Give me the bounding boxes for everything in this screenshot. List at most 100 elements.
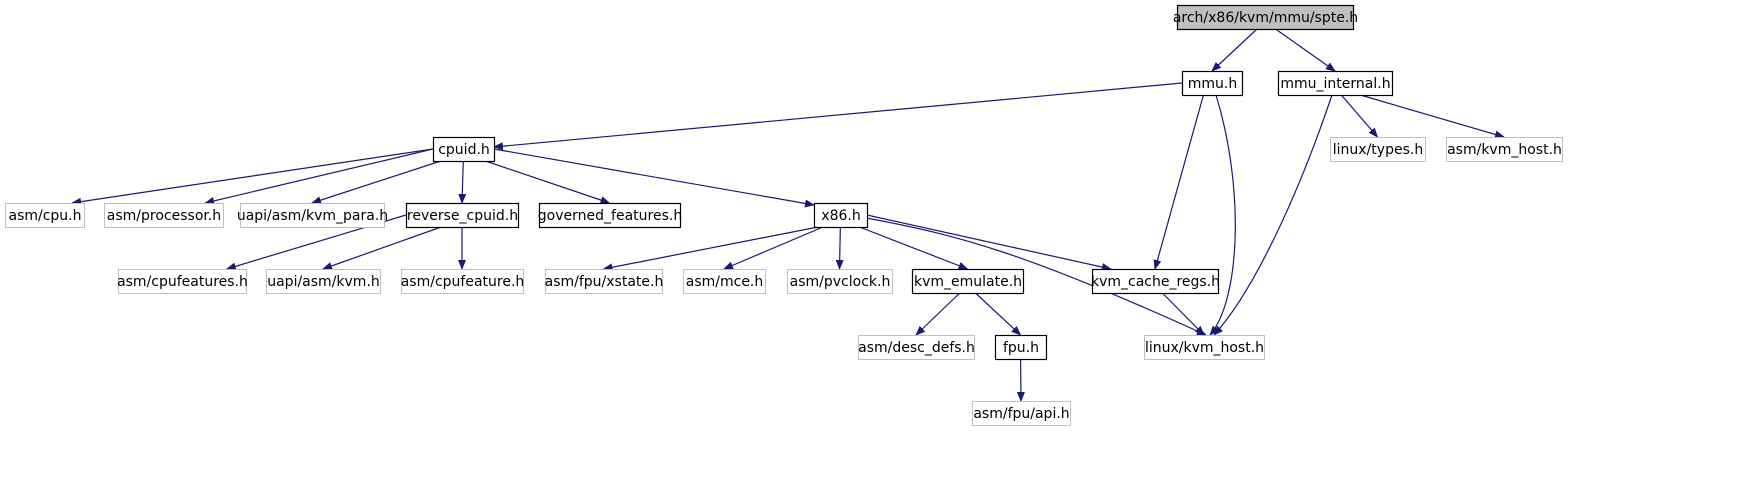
node-box: [858, 335, 975, 360]
node-box: [1277, 70, 1394, 97]
node-box: [1446, 137, 1563, 162]
node-box: [104, 203, 224, 228]
edge-mmu-internal-to-linux-kvm-host: [1213, 94, 1333, 336]
node-box: [683, 269, 766, 294]
edge: [1213, 94, 1333, 336]
node-asm-cpufeatures: asm/cpufeatures.h: [117, 269, 248, 294]
node-box: [545, 269, 663, 294]
edge: [835, 226, 844, 270]
node-x86[interactable]: x86.h: [813, 202, 869, 229]
edge-kvm-emulate-to-fpu: [975, 292, 1022, 336]
edge-spte-to-mmu-internal: [1275, 28, 1336, 72]
node-box: [405, 202, 520, 229]
node-mmu[interactable]: mmu.h: [1181, 70, 1244, 97]
node-box: [813, 202, 869, 229]
edge: [311, 160, 441, 205]
node-label: asm/kvm_host.h: [1447, 142, 1562, 158]
node-box: [1330, 137, 1426, 162]
edge-kvm-cache-regs-to-linux-kvm-host: [1161, 292, 1205, 336]
node-box: [240, 203, 385, 228]
edge: [485, 160, 611, 204]
node-box: [266, 269, 381, 294]
edge: [1161, 292, 1205, 336]
edge-x86-to-kvm-cache-regs: [866, 214, 1112, 271]
edge: [859, 226, 969, 270]
node-label: governed_features.h: [538, 208, 682, 224]
node-label: mmu.h: [1188, 76, 1237, 92]
edge: [493, 82, 1183, 151]
node-box: [538, 202, 682, 229]
node-label: asm/cpufeatures.h: [117, 274, 248, 290]
node-label: reverse_cpuid.h: [407, 208, 518, 224]
node-uapi-kvm: uapi/asm/kvm.h: [266, 269, 381, 294]
node-asm-processor: asm/processor.h: [104, 203, 224, 228]
node-label: kvm_cache_regs.h: [1091, 274, 1220, 290]
edge-reverse-cpuid-to-uapi-kvm: [322, 226, 442, 270]
edge-mmu-to-kvm-cache-regs: [1153, 94, 1205, 270]
node-box: [1181, 70, 1244, 97]
node-kvm-emulate[interactable]: kvm_emulate.h: [911, 268, 1025, 295]
node-box: [432, 136, 496, 163]
node-governed-features[interactable]: governed_features.h: [538, 202, 682, 229]
node-label: asm/cpufeature.h: [401, 274, 525, 290]
node-label: asm/cpu.h: [8, 208, 81, 224]
edge-mmu-internal-to-asm-kvm-host: [1360, 94, 1505, 139]
edge-mmu-to-cpuid: [493, 82, 1183, 151]
edge: [1211, 28, 1258, 72]
edge: [1360, 94, 1505, 139]
edge-mmu-to-linux-kvm-host: [1209, 94, 1236, 336]
edge-cpuid-to-reverse-cpuid: [458, 160, 467, 204]
edge-cpuid-to-governed-features: [485, 160, 611, 204]
edge: [1340, 94, 1379, 138]
edge-x86-to-kvm-emulate: [859, 226, 969, 270]
edge-x86-to-asm-fpu-xstate: [602, 226, 819, 272]
node-label: asm/fpu/xstate.h: [545, 274, 664, 290]
edge-cpuid-to-x86: [493, 148, 815, 208]
edge: [458, 160, 467, 204]
node-asm-desc-defs: asm/desc_defs.h: [858, 335, 975, 360]
edge-x86-to-asm-mce: [723, 226, 824, 270]
edge: [204, 148, 434, 205]
edge: [1209, 94, 1236, 336]
node-reverse-cpuid[interactable]: reverse_cpuid.h: [405, 202, 520, 229]
node-box: [118, 269, 247, 294]
node-label: mmu_internal.h: [1280, 76, 1390, 92]
edge: [915, 292, 961, 336]
node-asm-fpu-api: asm/fpu/api.h: [972, 401, 1071, 426]
node-label: kvm_emulate.h: [914, 274, 1022, 290]
edge: [602, 226, 819, 272]
node-cpuid[interactable]: cpuid.h: [432, 136, 496, 163]
node-label: linux/types.h: [1333, 142, 1423, 158]
node-label: asm/mce.h: [686, 274, 764, 290]
edge-cpuid-to-asm-cpu: [71, 148, 434, 206]
node-box: [5, 203, 85, 228]
node-label: x86.h: [821, 208, 860, 224]
node-box: [994, 334, 1048, 361]
node-asm-cpu: asm/cpu.h: [5, 203, 85, 228]
edge-mmu-internal-to-linux-types: [1340, 94, 1379, 138]
node-box: [401, 269, 524, 294]
node-box: [911, 268, 1025, 295]
node-label: asm/pvclock.h: [790, 274, 891, 290]
node-box: [1176, 4, 1355, 31]
edge: [975, 292, 1022, 336]
node-label: asm/fpu/api.h: [973, 406, 1069, 422]
edges: [71, 28, 1505, 402]
node-fpu[interactable]: fpu.h: [994, 334, 1048, 361]
node-label: asm/processor.h: [107, 208, 221, 224]
edge-cpuid-to-asm-processor: [204, 148, 434, 205]
node-label: uapi/asm/kvm.h: [267, 274, 380, 290]
node-mmu-internal[interactable]: mmu_internal.h: [1277, 70, 1394, 97]
node-label: arch/x86/kvm/mmu/spte.h: [1173, 10, 1358, 26]
edge: [1153, 94, 1205, 270]
node-box: [787, 269, 893, 294]
node-kvm-cache-regs[interactable]: kvm_cache_regs.h: [1091, 268, 1220, 295]
node-uapi-kvm-para: uapi/asm/kvm_para.h: [237, 203, 388, 228]
node-asm-mce: asm/mce.h: [683, 269, 766, 294]
node-spte[interactable]: arch/x86/kvm/mmu/spte.h: [1173, 4, 1358, 31]
edge-x86-to-asm-pvclock: [835, 226, 844, 270]
node-label: fpu.h: [1003, 340, 1039, 356]
edge-cpuid-to-uapi-kvm-para: [311, 160, 441, 205]
node-box: [1091, 268, 1220, 295]
